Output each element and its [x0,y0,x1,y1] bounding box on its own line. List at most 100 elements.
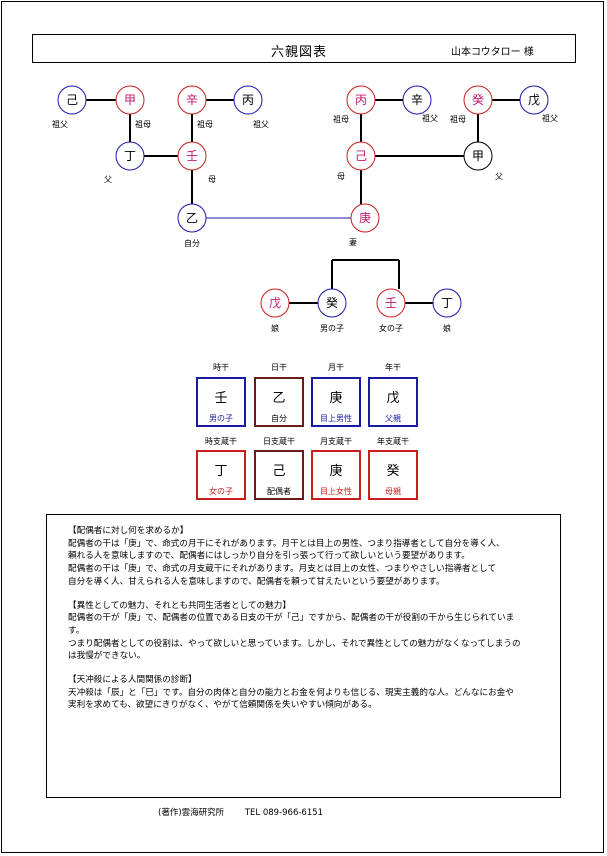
node-circle [463,85,493,115]
section-heading: 【異性としての魅力、それとも共同生活者としての魅力】 [68,600,291,611]
family-tree-diagram: 己祖父甲祖母辛祖母丙祖父丁父壬母乙自分丙祖母辛祖父癸祖母戊祖父己母甲父庚妻戊娘癸… [52,85,558,333]
text-line: 配偶者の干が「庚」で、配偶者の位置である日支の干が「己」ですから、配偶者の干が役… [68,613,515,624]
node-circle [317,288,347,318]
tree-node-wgf2: 戊祖父 [519,85,558,123]
text-line: つまり配偶者としての役割は、やって欲しいと思っています。しかし、それで異性として… [68,638,521,649]
pillar-role: 目上男性 [320,414,352,423]
node-stem: 戊 [528,93,540,107]
text-line: 配偶者の干は「庚」で、命式の月干にそれがあります。月干とは目上の男性、つまり指導… [68,538,505,549]
node-circle [350,203,380,233]
node-label: 娘 [443,323,451,333]
pillar-stem: 乙 [272,391,286,406]
tree-node-c1: 戊娘 [260,288,290,333]
node-circle [115,85,145,115]
node-label: 妻 [349,237,357,247]
node-circle [260,288,290,318]
section-heading: 【配偶者に対し何を求めるか】 [68,526,189,536]
node-circle [346,141,376,171]
node-label: 父 [495,172,503,181]
tree-node-wgm2: 癸祖母 [450,85,493,124]
node-circle [376,288,406,318]
node-stem: 癸 [472,93,484,107]
node-label: 祖父 [253,119,269,129]
node-stem: 辛 [186,93,198,107]
tree-node-wm: 己母 [337,141,376,181]
node-stem: 壬 [186,149,198,163]
page-title: 六親図表 [271,45,328,60]
footer-copyright: (著作)雲海研究所 [158,808,225,818]
node-stem: 庚 [359,210,371,225]
node-label: 祖父 [422,113,438,123]
pillar-role: 男の子 [209,414,233,423]
tree-node-pgf: 己祖父 [52,85,87,129]
section-tenchusatsu: 【天冲殺による人間関係の診断】 天冲殺は「辰」と「巳」です。自分の肉体と自分の能… [68,674,552,712]
tree-node-c4: 丁娘 [432,288,462,333]
node-label: 祖母 [450,114,466,124]
node-stem: 甲 [124,93,136,107]
pillar-box: 己配偶者 [254,450,304,500]
pillar-box: 庚目上女性 [311,450,361,500]
tree-node-mgm: 辛祖母 [177,85,213,129]
section-spouse-expectation: 【配偶者に対し何を求めるか】 配偶者の干は「庚」で、命式の月干にそれがあります。… [68,525,552,589]
pillar-stem: 壬 [214,391,228,406]
text-line: は我慢ができない。 [68,651,146,662]
diagnosis-text-box: 【配偶者に対し何を求めるか】 配偶者の干は「庚」で、命式の月干にそれがあります。… [46,514,561,798]
pillar-box: 乙自分 [254,377,304,427]
text-line: 自分を導く人、甘えられる人を意味しますので、配偶者を頼って甘えたいという要望があ… [68,576,445,587]
text-line: 天冲殺は「辰」と「巳」です。自分の肉体と自分の能力とお金を何よりも信じる、現実主… [68,687,514,698]
node-stem: 癸 [326,296,338,310]
pillar-heading: 時支蔵干 [205,437,237,446]
tree-node-mgf: 丙祖父 [233,85,269,129]
node-circle [115,141,145,171]
node-stem: 戊 [269,296,281,310]
pillar-heading: 年干 [385,363,401,372]
pillar-stem: 癸 [386,464,400,479]
pillar-box: 庚目上男性 [311,377,361,427]
node-label: 自分 [184,238,200,248]
node-circle [177,85,207,115]
pillar-box: 壬男の子 [196,377,246,427]
node-label: 父 [104,175,112,184]
pillar-box: 戊父親 [368,377,418,427]
node-stem: 辛 [411,93,423,107]
node-circle [233,85,263,115]
node-label: 娘 [271,323,279,333]
pillar-role: 配偶者 [267,487,291,496]
pillar-heading: 月支蔵干 [320,437,352,446]
pillar-stem: 庚 [329,464,343,479]
tree-node-wife: 庚妻 [349,203,380,247]
pillar-box: 丁女の子 [196,450,246,500]
pillar-stem: 己 [272,464,286,479]
node-circle [177,141,207,171]
tree-node-wgm1: 丙祖母 [333,85,376,124]
node-circle [177,203,207,233]
section-attraction: 【異性としての魅力、それとも共同生活者としての魅力】 配偶者の干が「庚」で、配偶… [68,600,552,664]
node-stem: 丙 [242,93,254,107]
node-label: 祖母 [197,119,213,129]
node-stem: 甲 [472,149,484,163]
tree-node-f: 丁父 [104,141,145,184]
title-box: 六親図表 山本コウタロー 様 [32,34,576,63]
pillar-role: 目上女性 [320,487,352,496]
pillar-box: 癸母親 [368,450,418,500]
node-stem: 己 [355,149,367,163]
pillar-stem: 丁 [214,464,228,479]
node-circle [463,141,493,171]
node-label: 母 [337,172,345,181]
text-line: 実利を求めても、欲望にきりがなく、やがて信頼関係を失いやすい傾向がある。 [68,700,377,711]
node-stem: 丁 [441,296,453,310]
pillar-role: 女の子 [209,487,233,496]
node-label: 男の子 [320,324,344,333]
pillar-role: 母親 [385,487,401,496]
text-line: 頼れる人を意味しますので、配偶者にはしっかり自分を引っ張って行って欲しいという要… [68,551,470,562]
node-circle [346,85,376,115]
pillar-heading: 月干 [328,363,344,372]
pillar-role: 父親 [385,414,401,423]
node-stem: 乙 [186,211,198,225]
section-heading: 【天冲殺による人間関係の診断】 [68,675,197,686]
pillar-role: 自分 [271,414,287,423]
node-label: 祖父 [52,119,68,129]
